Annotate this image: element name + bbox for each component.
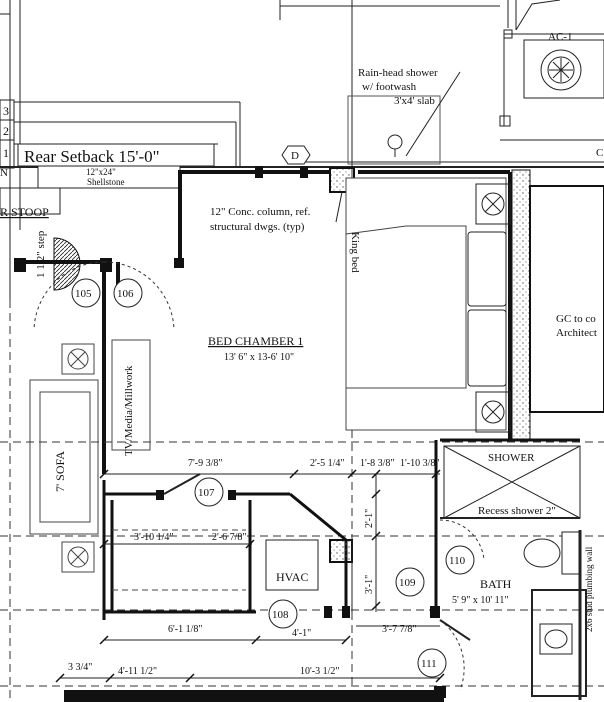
rain-shower-note-2: w/ footwash — [362, 81, 417, 93]
top-grid-lines — [0, 0, 500, 300]
dim-2-1: 2'-1" — [364, 509, 375, 528]
dim-7-9: 7'-9 3/8" — [188, 458, 223, 469]
door-tag-105-circle — [71, 278, 101, 308]
ac-unit — [499, 0, 604, 127]
dim-4-1: 4'-1" — [292, 628, 311, 639]
sofa-label: 7' SOFA — [53, 451, 67, 492]
dimension-labels: 7'-9 3/8" 2'-5 1/4" 1'-8 3/8" 1'-10 3/8"… — [68, 458, 440, 677]
ac-unit-label: AC-1 — [548, 31, 572, 43]
rain-shower-slab — [347, 95, 441, 165]
bath-title: BATH — [480, 577, 512, 591]
closet-dashed-shelves — [112, 529, 246, 591]
dashed-grid-lines — [0, 170, 604, 702]
step-label: 1 1/2" step — [35, 230, 47, 278]
door-tag-108: 108 — [272, 609, 289, 621]
dim-3-7: 3'-7 7/8" — [382, 624, 417, 635]
dim-2-6: 2'-6 7/8" — [212, 532, 247, 543]
door-tag-110: 110 — [449, 555, 466, 567]
rain-shower-drain — [387, 134, 403, 150]
shellstone-label-1: 12"x24" — [86, 167, 116, 177]
level-3: 3 — [3, 104, 9, 118]
door-tag-111: 111 — [421, 658, 437, 670]
hvac-label: HVAC — [276, 570, 308, 584]
door-tag-105: 105 — [75, 288, 92, 300]
rain-shower-note-3: 3'x4' slab — [394, 95, 435, 107]
column-tag-hexagon — [281, 145, 311, 165]
door-107-jamb-left — [156, 490, 164, 500]
level-1: 1 — [3, 146, 9, 160]
dim-3-4: 3 3/4" — [68, 662, 92, 673]
door-111-leaf — [439, 619, 471, 641]
door-tag-106: 106 — [117, 288, 134, 300]
door-tag-107: 107 — [198, 487, 215, 499]
rain-shower-note-1: Rain-head shower — [358, 67, 438, 79]
level-2: 2 — [3, 124, 9, 138]
door-109-jamb — [430, 606, 440, 618]
bed-chamber-title: BED CHAMBER 1 — [208, 334, 303, 348]
rear-stoop-label: R STOOP — [0, 205, 49, 219]
column-note-2: structural dwgs. (typ) — [210, 221, 305, 233]
door-108-jamb — [324, 606, 332, 618]
dim-4-11: 4'-11 1/2" — [118, 666, 157, 677]
rear-stoop — [0, 187, 61, 215]
door-tag-109: 109 — [399, 577, 416, 589]
wall-ends — [14, 166, 308, 272]
rear-setback-label: Rear Setback 15'-0" — [24, 147, 160, 166]
sofa — [29, 343, 99, 573]
hvac-unit — [265, 539, 319, 591]
recess-label: Recess shower 2" — [478, 505, 556, 517]
door-swings-105-106 — [33, 261, 175, 331]
dim-10-3: 10'-3 1/2" — [300, 666, 340, 677]
dim-3-1: 3'-1" — [364, 575, 375, 594]
adjacent-room — [529, 185, 604, 413]
door-107-leaf — [163, 473, 201, 495]
toilet — [523, 531, 581, 575]
edge-text-left: N — [0, 167, 8, 179]
shower-stall — [440, 445, 581, 519]
tv-millwork-label: TV/Media/Millwork — [123, 365, 135, 456]
dim-1-8: 1'-8 3/8" — [360, 458, 395, 469]
column-note-1: 12" Conc. column, ref. — [210, 206, 311, 218]
plumbing-wall-label: 2x6 stud plumbing wall — [584, 546, 594, 632]
door-tag-109-circle — [395, 567, 425, 597]
dimension-ticks — [55, 469, 445, 683]
dim-2-5: 2'-5 1/4" — [310, 458, 345, 469]
door-tag-111-circle — [417, 648, 447, 678]
bottom-wall — [64, 690, 444, 702]
gc-note-2: Architect — [556, 327, 597, 339]
door-tag-108-circle — [268, 599, 298, 629]
shower-label: SHOWER — [488, 452, 535, 464]
edge-text-right: C — [596, 147, 603, 159]
dim-1-10: 1'-10 3/8" — [400, 458, 440, 469]
door-110-swing — [439, 519, 485, 561]
dim-6-1: 6'-1 1/8" — [168, 624, 203, 635]
gc-note-1: GC to co — [556, 313, 596, 325]
bath-dims: 5' 9" x 10' 11" — [452, 595, 508, 606]
dimension-lines — [60, 473, 440, 679]
door-tag-107-circle — [194, 477, 224, 507]
shellstone-label-2: Shellstone — [87, 177, 125, 187]
tv-millwork — [111, 339, 151, 451]
vanity — [531, 530, 587, 700]
column-tag-label: D — [291, 150, 299, 162]
king-bed — [345, 177, 511, 433]
hvac-chase — [329, 539, 353, 563]
dim-3-10: 3'-10 1/4" — [134, 532, 174, 543]
bed-label: King bed — [349, 232, 361, 273]
door-tag-110-circle — [445, 545, 475, 575]
column-note-leader — [335, 191, 343, 223]
bed-chamber-dims: 13' 6" x 13-6' 10" — [224, 352, 294, 363]
door-108-jamb-2 — [342, 606, 350, 618]
interior-walls — [102, 438, 580, 620]
rain-shower-leader — [405, 71, 461, 157]
door-tag-106-circle — [113, 278, 143, 308]
masonry-wall — [511, 169, 531, 441]
door-107-jamb-right — [228, 490, 236, 500]
